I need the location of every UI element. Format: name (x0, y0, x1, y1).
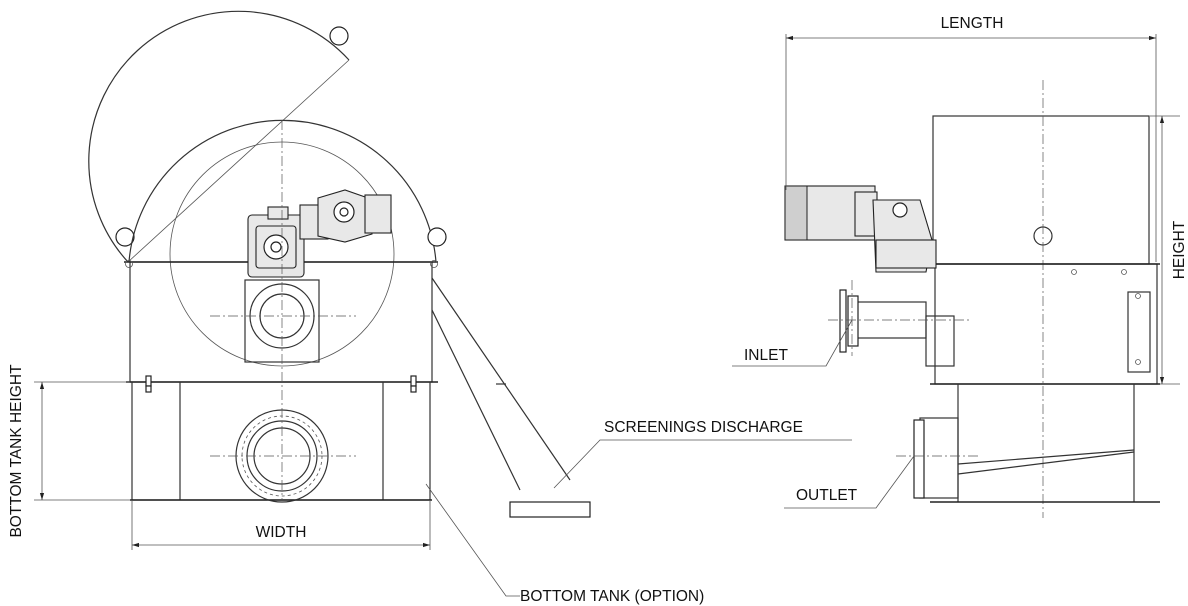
dimension-height (1150, 115, 1180, 385)
label-width: WIDTH (256, 524, 307, 541)
drive-unit-front (247, 189, 392, 278)
side-view (784, 80, 1160, 518)
drum-cover (128, 119, 437, 263)
dimension-length (785, 34, 1157, 262)
dimension-width (131, 500, 431, 550)
label-screenings-discharge: SCREENINGS DISCHARGE (604, 419, 803, 436)
leader-bottom-tank (425, 483, 520, 597)
label-bottom-tank-option: BOTTOM TANK (OPTION) (520, 588, 704, 605)
leader-outlet (784, 455, 915, 509)
label-outlet: OUTLET (796, 487, 858, 504)
label-bottom-tank-height: BOTTOM TANK HEIGHT (8, 364, 25, 538)
drive-unit-side (784, 185, 937, 273)
outlet-pipe (896, 417, 980, 499)
label-length: LENGTH (941, 15, 1004, 32)
dimension-bottom-tank-height (34, 381, 130, 501)
open-cover (88, 10, 350, 263)
inlet-pipe (828, 280, 970, 356)
upper-casing (932, 115, 1150, 265)
mid-housing (934, 263, 1158, 385)
leader-screenings (553, 439, 852, 489)
front-view (88, 10, 591, 518)
hinge-right (427, 227, 447, 247)
leader-inlet (732, 319, 853, 367)
label-height: HEIGHT (1171, 220, 1188, 279)
discharge-chute (431, 277, 591, 518)
bottom-tank-side (930, 384, 1160, 503)
label-inlet: INLET (744, 347, 788, 364)
